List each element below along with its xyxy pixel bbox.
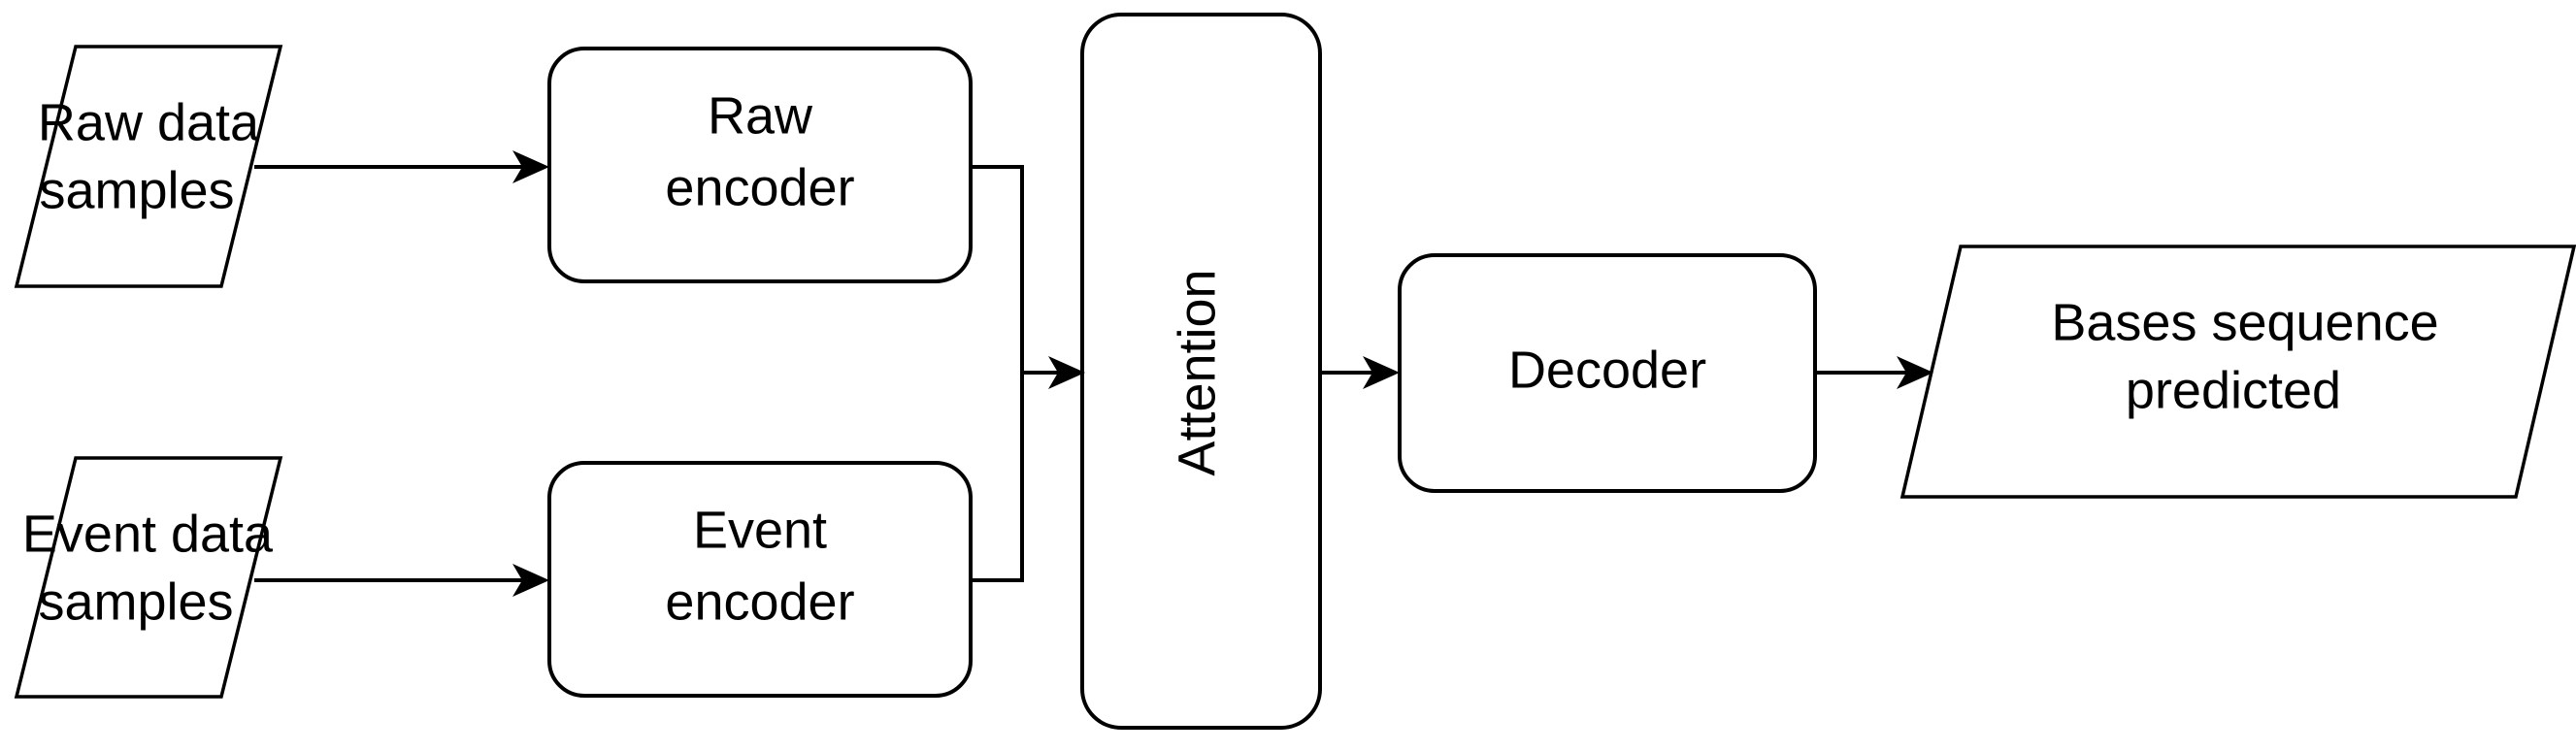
node-event-data-samples[interactable]: Event data samples bbox=[14, 456, 283, 699]
event-data-samples-shape bbox=[14, 456, 283, 699]
bases-sequence-predicted-shape bbox=[1899, 245, 2576, 499]
edge-merge-to-attention bbox=[1022, 356, 1085, 389]
raw-data-samples-label-line1: Raw data bbox=[38, 93, 260, 151]
event-encoder-label-line2: encoder bbox=[665, 572, 854, 631]
event-data-samples-label-line2: samples bbox=[38, 572, 233, 631]
bases-sequence-predicted-label-line2: predicted bbox=[2126, 361, 2341, 419]
edge-decoder-to-output-arrowhead bbox=[1897, 356, 1933, 389]
attention-label: Attention bbox=[1168, 269, 1226, 475]
event-encoder-label-line1: Event bbox=[693, 501, 827, 559]
node-event-encoder[interactable]: Event encoder bbox=[549, 463, 971, 696]
edge-event-encoder-to-merge-line bbox=[971, 373, 1024, 582]
raw-encoder-label-line1: Raw bbox=[708, 86, 813, 145]
node-raw-encoder[interactable]: Raw encoder bbox=[549, 49, 971, 281]
edge-raw-data-to-raw-encoder-arrowhead bbox=[512, 150, 549, 183]
edge-event-data-to-event-encoder bbox=[254, 564, 549, 597]
edge-merge-to-attention-arrowhead bbox=[1048, 356, 1085, 389]
edge-raw-data-to-raw-encoder bbox=[254, 150, 549, 183]
edge-raw-encoder-to-merge bbox=[971, 165, 1024, 373]
node-attention[interactable]: Attention bbox=[1082, 15, 1320, 728]
edge-attention-to-decoder bbox=[1320, 356, 1400, 389]
raw-data-samples-label-line2: samples bbox=[39, 161, 234, 219]
event-data-samples-label-line1: Event data bbox=[22, 505, 274, 563]
raw-encoder-label-line2: encoder bbox=[665, 158, 854, 216]
edge-decoder-to-output bbox=[1815, 356, 1933, 389]
edge-raw-encoder-to-merge-line bbox=[971, 165, 1024, 373]
decoder-label: Decoder bbox=[1508, 341, 1706, 399]
node-decoder[interactable]: Decoder bbox=[1400, 255, 1815, 491]
edge-event-encoder-to-merge bbox=[971, 373, 1024, 582]
raw-data-samples-shape bbox=[14, 45, 283, 288]
node-bases-sequence-predicted[interactable]: Bases sequence predicted bbox=[1899, 245, 2576, 499]
bases-sequence-predicted-label-line1: Bases sequence bbox=[2051, 293, 2438, 351]
edge-attention-to-decoder-arrowhead bbox=[1363, 356, 1400, 389]
edge-event-data-to-event-encoder-arrowhead bbox=[512, 564, 549, 597]
node-raw-data-samples[interactable]: Raw data samples bbox=[14, 45, 283, 288]
